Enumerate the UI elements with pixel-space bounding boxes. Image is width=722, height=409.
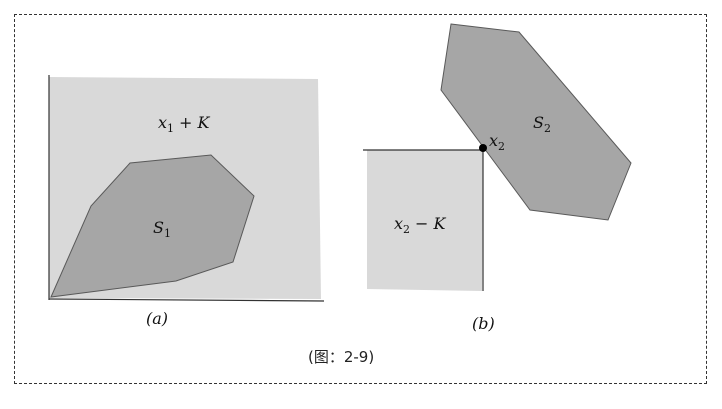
label-x2-minus-k: x2−K — [394, 214, 446, 236]
label-x2: x2 — [489, 131, 505, 153]
figure-caption: (图：2-9) — [308, 348, 374, 366]
caption-b: (b) — [472, 314, 495, 333]
label-s1: S1 — [153, 218, 171, 240]
cone-region-x2-minus-k — [367, 150, 483, 291]
label-s2: S2 — [533, 113, 551, 135]
set-s2-polygon — [440, 23, 632, 221]
panel-a: x1+K S1 (a) — [48, 75, 325, 328]
point-x2 — [479, 144, 487, 152]
panel-b: x2 S2 x2−K (b) — [363, 23, 632, 333]
axis-horizontal-a — [48, 298, 325, 302]
figure-frame — [14, 14, 707, 384]
set-s1-polygon — [50, 154, 255, 298]
caption-a: (a) — [146, 309, 168, 328]
label-x1-plus-k: x1+K — [158, 113, 210, 135]
